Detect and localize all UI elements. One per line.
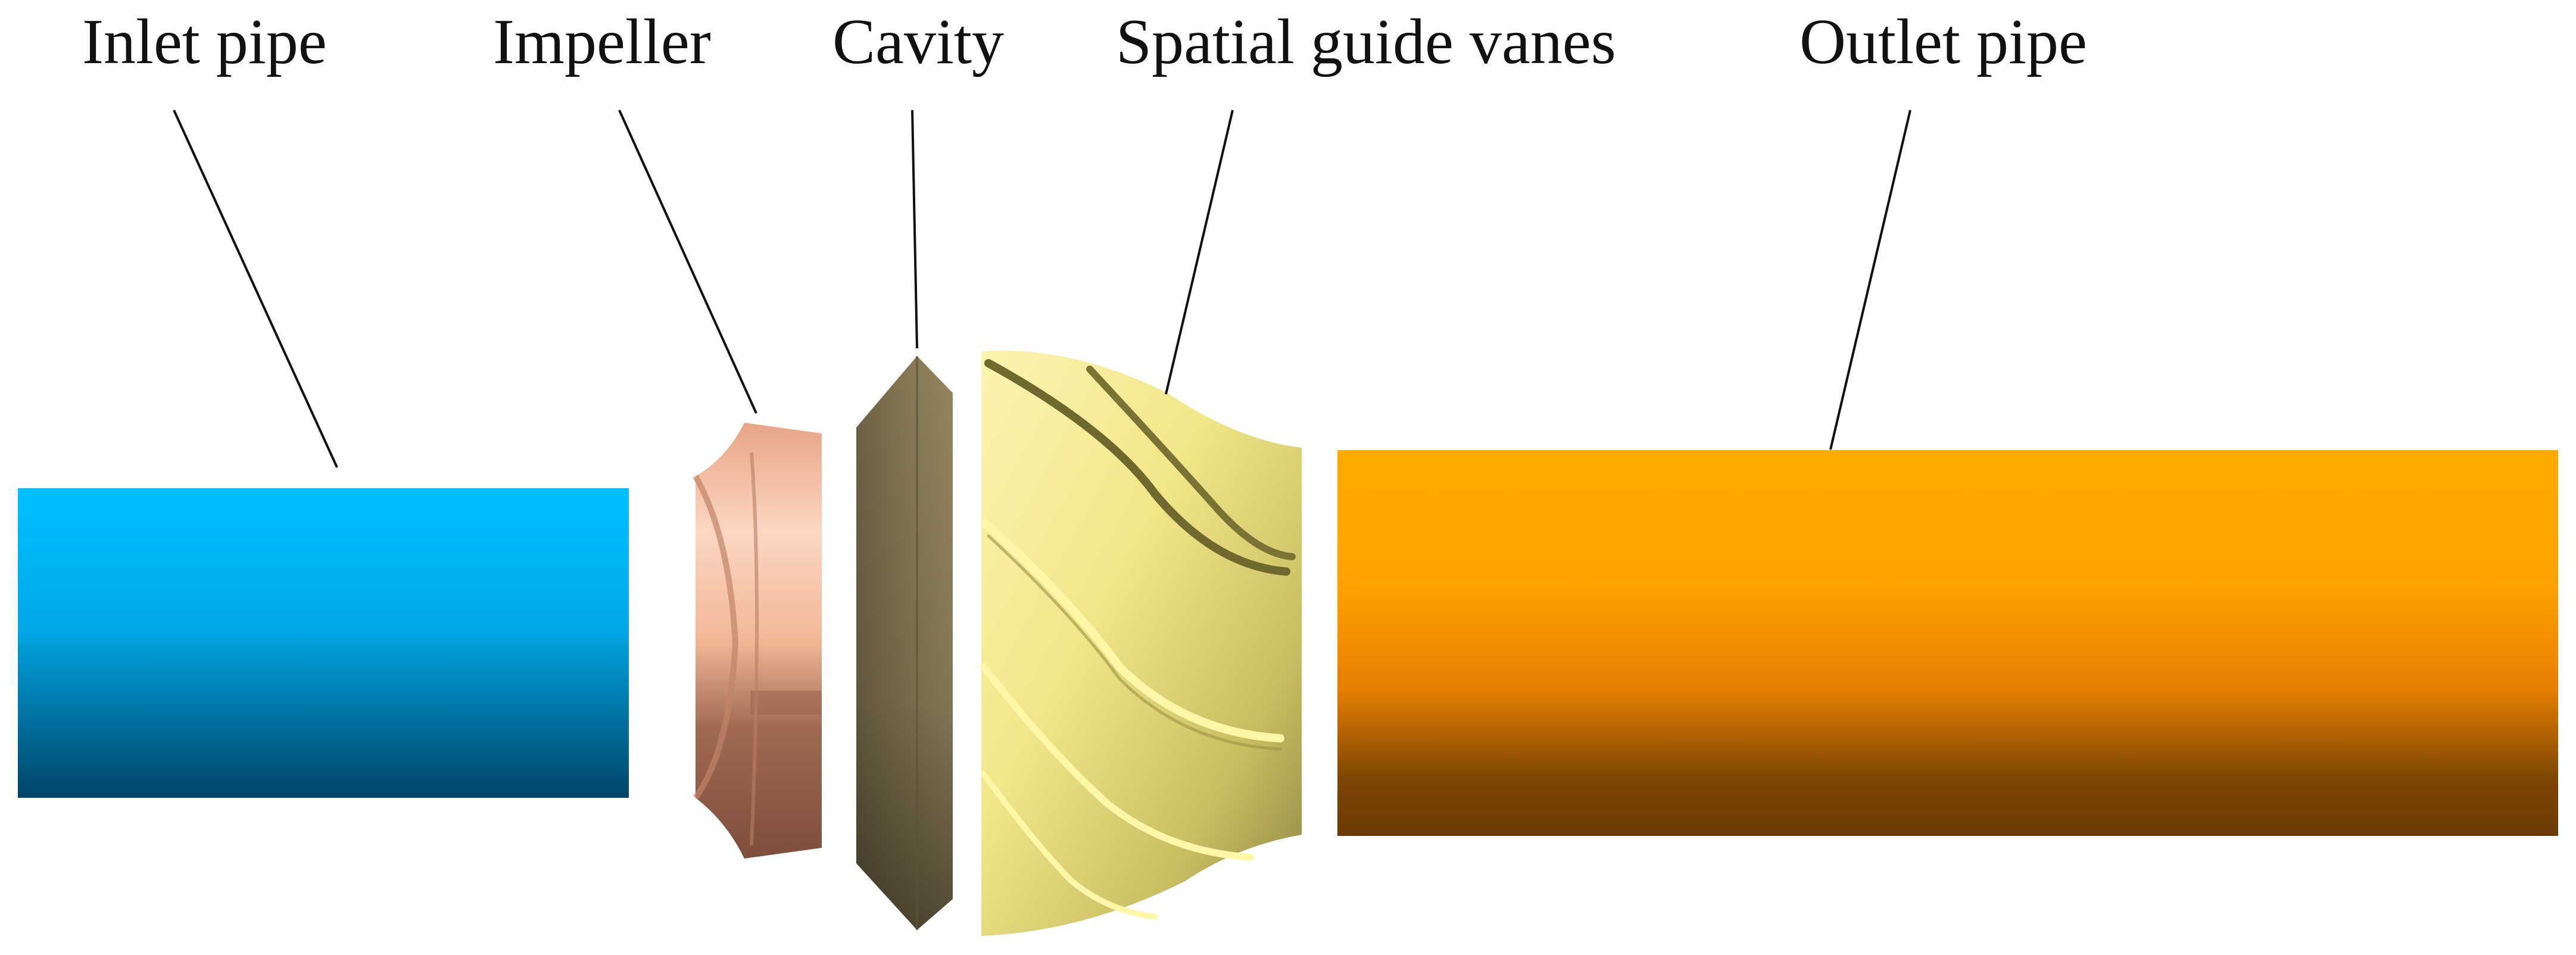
spatial-guide-vanes — [980, 350, 1302, 936]
label-impeller: Impeller — [493, 7, 711, 77]
impeller — [693, 423, 822, 859]
cavity — [856, 356, 953, 930]
label-inlet-pipe: Inlet pipe — [82, 7, 327, 77]
inlet-pipe — [18, 488, 629, 798]
leader-spatial-guide-vanes — [1165, 110, 1234, 395]
leader-impeller — [618, 110, 757, 414]
leader-outlet-pipe — [1829, 110, 1911, 450]
leader-inlet-pipe — [173, 110, 338, 468]
label-outlet-pipe: Outlet pipe — [1800, 7, 2087, 77]
label-spatial-guide-vanes: Spatial guide vanes — [1116, 7, 1616, 77]
outlet-pipe — [1337, 450, 2558, 836]
label-cavity: Cavity — [832, 7, 1004, 77]
leader-cavity — [911, 110, 918, 349]
